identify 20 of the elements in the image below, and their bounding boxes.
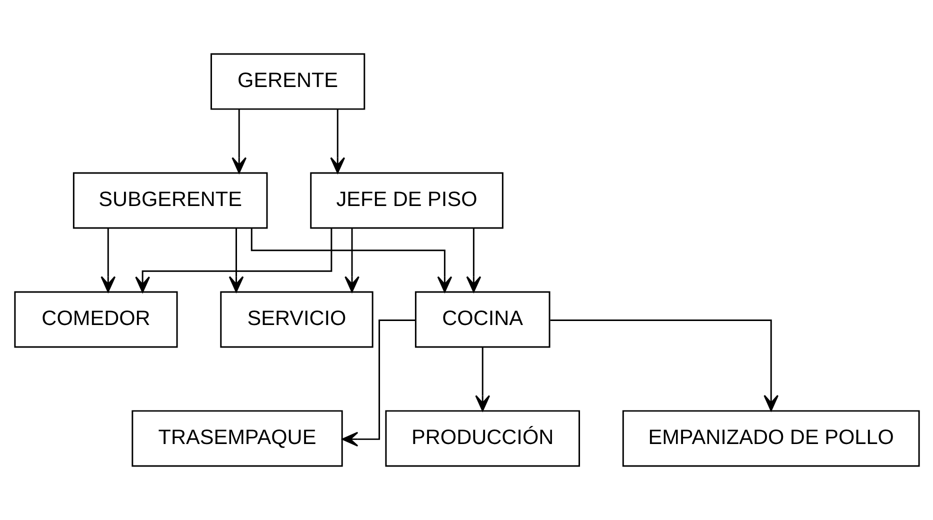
node-box: PRODUCCIÓN	[384, 410, 580, 467]
node-box: SERVICIO	[220, 291, 373, 348]
node-box: COMEDOR	[14, 291, 178, 348]
arrow	[231, 109, 246, 174]
arrow	[474, 347, 490, 412]
node-box: JEFE DE PISO	[310, 172, 503, 229]
arrow	[330, 109, 345, 174]
arrow	[134, 228, 332, 293]
arrow	[100, 228, 116, 292]
arrow	[466, 228, 481, 292]
node-box: TRASEMPAQUE	[131, 410, 342, 467]
arrow	[341, 319, 415, 447]
arrow	[250, 228, 452, 292]
arrow	[550, 319, 778, 412]
node-box: EMPANIZADO DE POLLO	[622, 410, 920, 467]
arrow	[228, 228, 244, 292]
arrow	[344, 228, 359, 292]
node-box: SUBGERENTE	[72, 172, 268, 229]
node-box: COCINA	[414, 291, 550, 348]
node-box: GERENTE	[210, 53, 365, 110]
